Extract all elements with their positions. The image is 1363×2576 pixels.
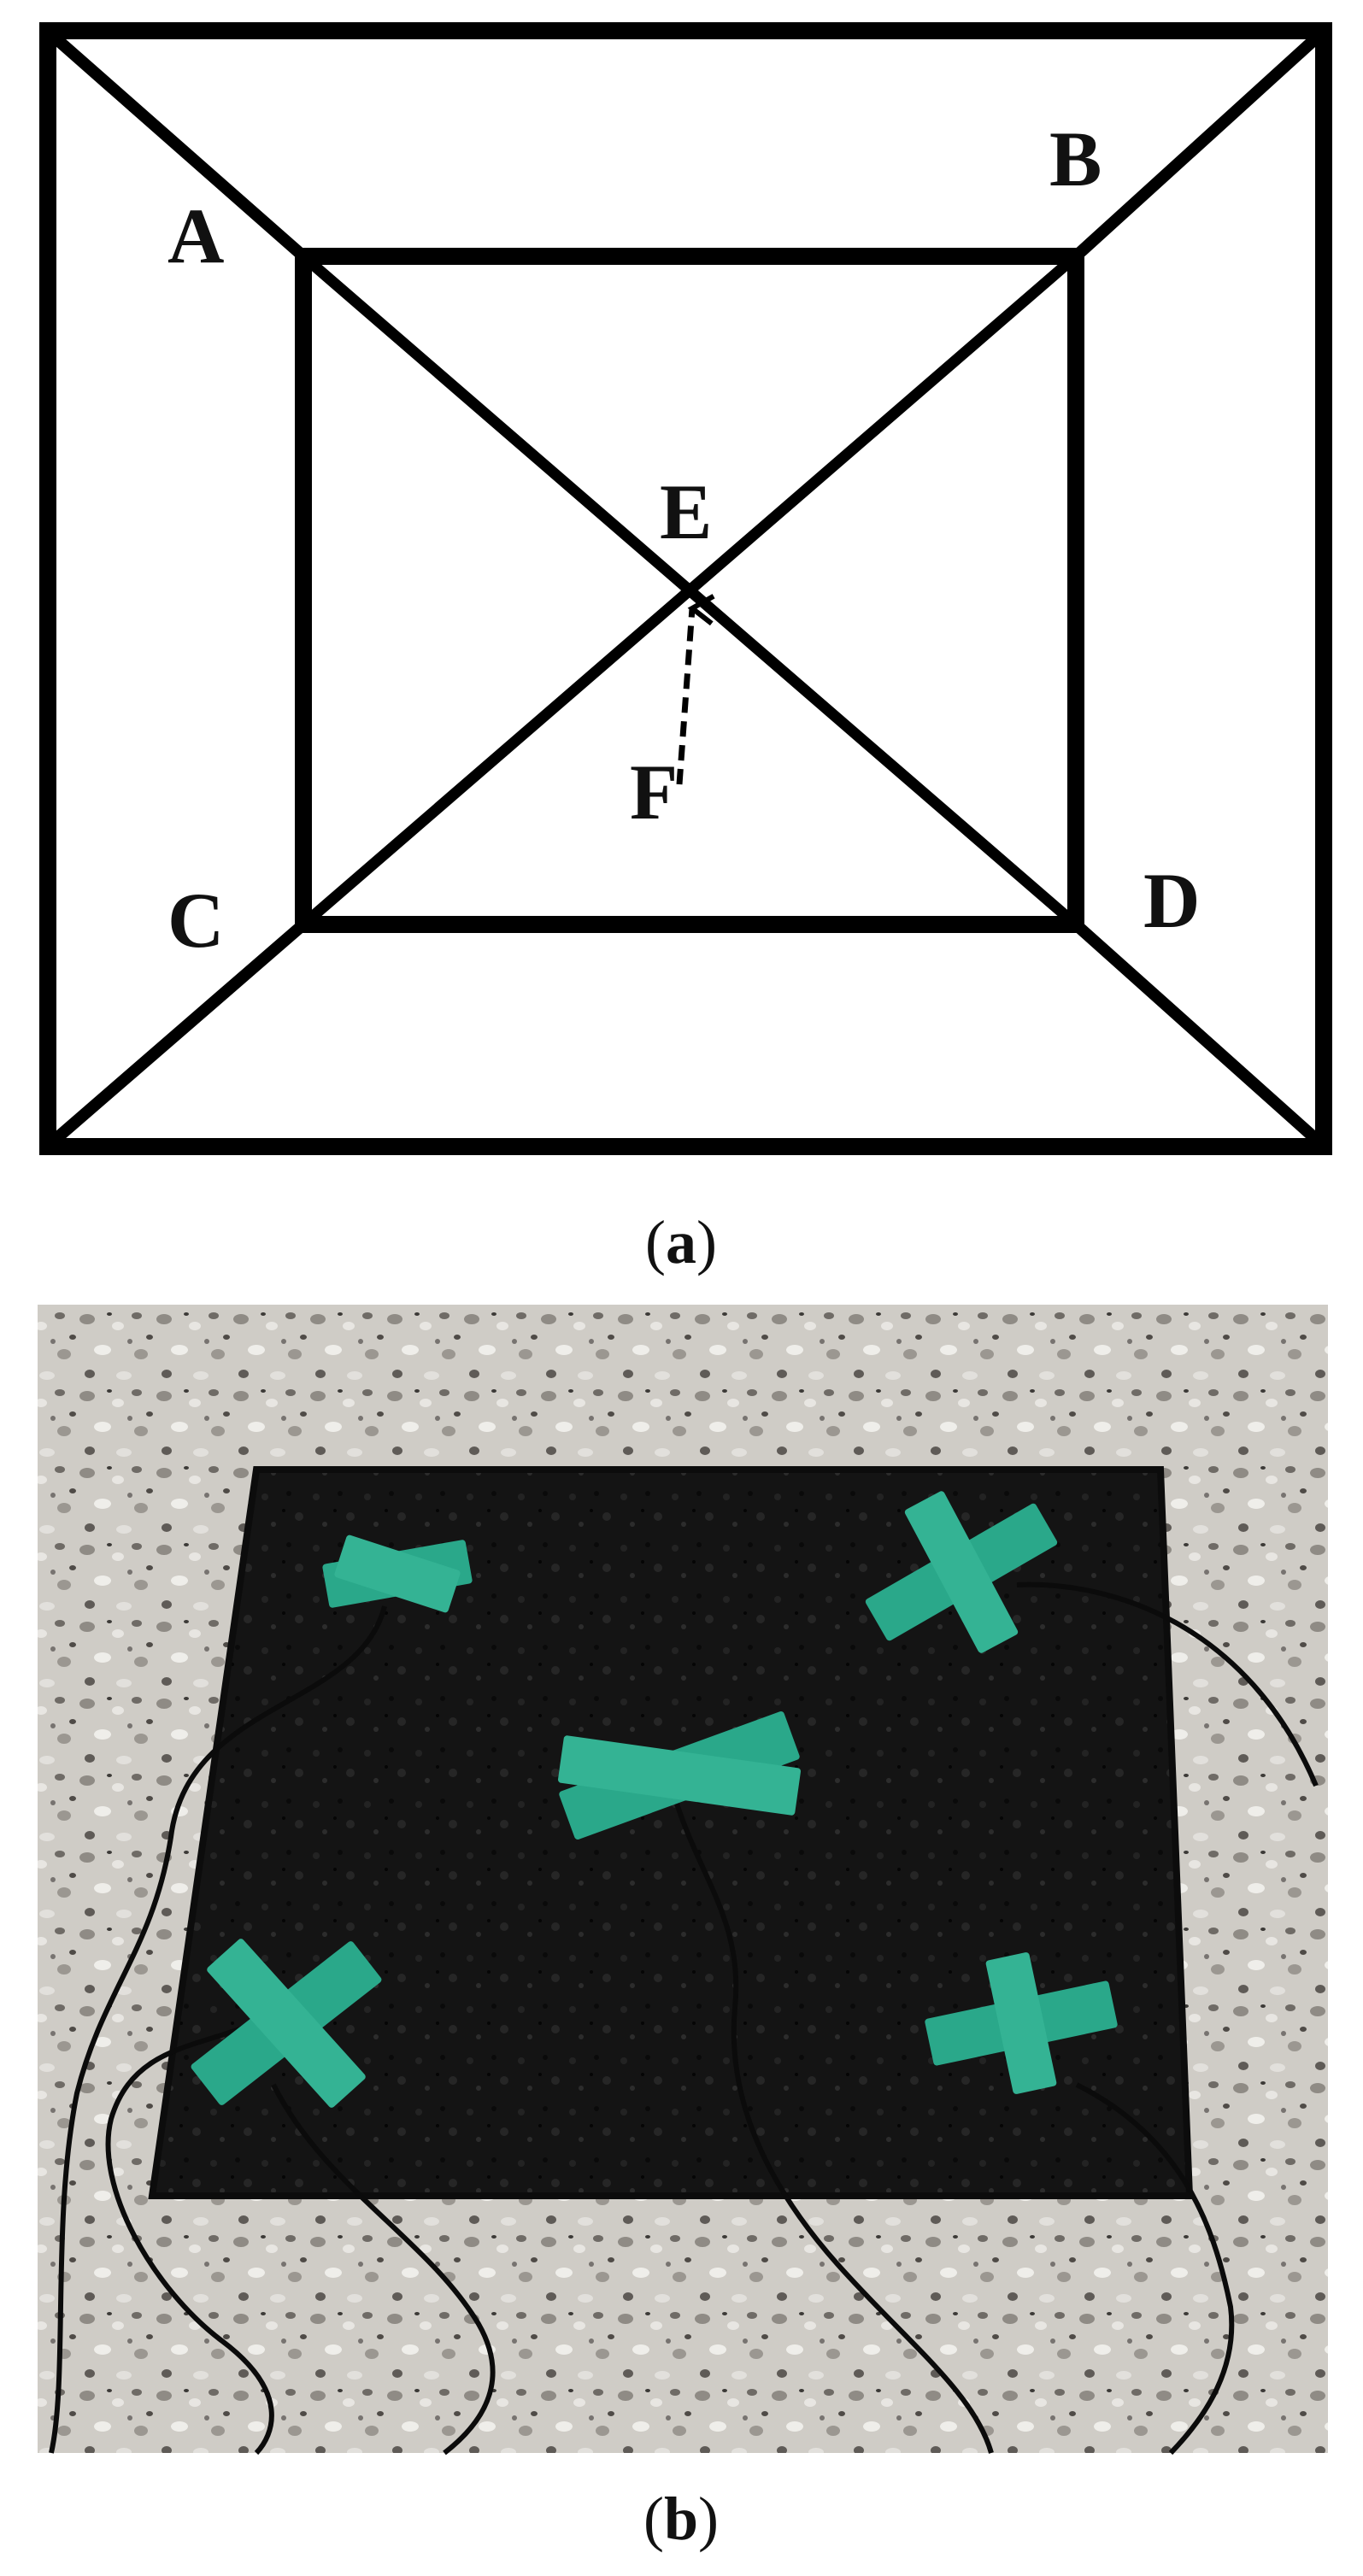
caption-a: (a): [645, 1208, 717, 1276]
diagonal-bottom-left: [49, 919, 308, 1147]
sensor-cable: [673, 1798, 994, 2454]
caption-a-open: (: [645, 1208, 666, 1276]
sensor-tape-cross: [322, 1534, 473, 1613]
sensor-tape-cross: [865, 1491, 1058, 1653]
caption-a-letter: a: [666, 1208, 696, 1276]
sensor-cable: [105, 2005, 284, 2456]
diagonal-bottom-right: [1072, 919, 1323, 1147]
panel-b-photo: [38, 1305, 1328, 2456]
inner-frame: [295, 248, 1084, 933]
sensor-cable: [49, 1605, 387, 2454]
point-label-d: D: [1143, 857, 1200, 944]
sensor-cable: [1016, 1581, 1319, 1787]
panel-a-diagram: A B C D E F: [39, 22, 1332, 1155]
asphalt-slab: [148, 1466, 1194, 2199]
diagonal-top-right: [1072, 31, 1323, 261]
sensor-tape-cross: [191, 1939, 382, 2108]
point-label-e: E: [660, 468, 712, 555]
dashed-arrow-f-to-e: [676, 594, 715, 785]
caption-b-close: ): [698, 2485, 719, 2553]
sensor-tape-cross: [557, 1711, 802, 1840]
caption-b-open: (: [643, 2485, 664, 2553]
caption-a-close: ): [696, 1208, 717, 1276]
inner-diagonal-bc: [299, 252, 1080, 929]
point-label-b: B: [1049, 115, 1102, 202]
sensor-cable: [1075, 2082, 1235, 2456]
point-label-a: A: [167, 192, 224, 279]
sensor-tape-cross: [925, 1952, 1118, 2094]
caption-b-letter: b: [664, 2485, 698, 2553]
point-label-f: F: [630, 748, 678, 836]
diagonal-top-left: [49, 31, 308, 261]
caption-b: (b): [643, 2485, 719, 2553]
sensor-cable: [271, 2083, 496, 2456]
outer-frame: [39, 22, 1332, 1155]
point-label-c: C: [167, 877, 224, 964]
